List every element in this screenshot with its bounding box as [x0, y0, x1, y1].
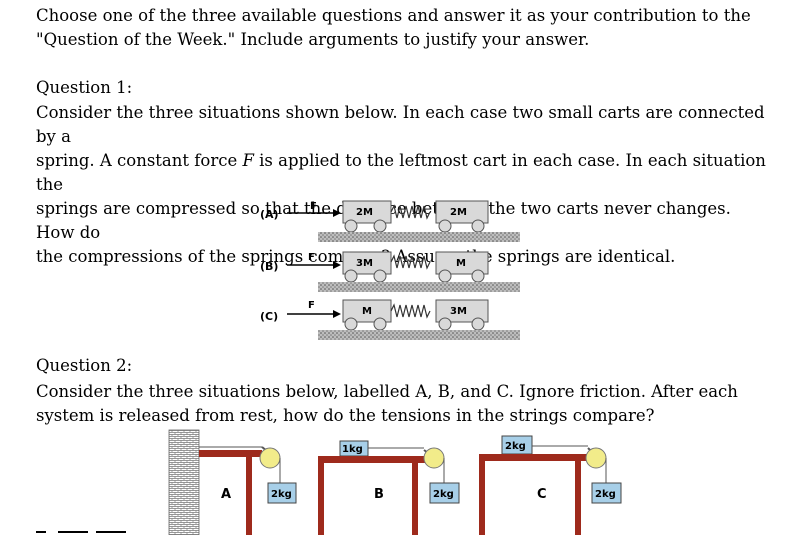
cart-c-right-mass: 3M — [450, 306, 467, 317]
table-mass-c-label: 2kg — [505, 441, 526, 452]
cart-b-right — [435, 251, 489, 275]
system-c-label: C — [537, 487, 547, 502]
q2-line2: system is released from rest, how do the… — [36, 406, 655, 425]
hanging-mass-a — [267, 482, 297, 504]
table-leg-c-right — [575, 461, 581, 535]
spring-a — [390, 204, 431, 220]
cutoff-text-fragment — [58, 531, 88, 533]
q1-force-symbol: F — [242, 151, 254, 170]
hanging-mass-b — [429, 482, 460, 504]
question1-heading: Question 1: — [36, 78, 133, 97]
q1-line1: Consider the three situations shown belo… — [36, 103, 765, 146]
case-a-label: (A) — [260, 208, 279, 221]
hanging-mass-a-label: 2kg — [271, 489, 292, 500]
force-arrowhead-c — [333, 310, 341, 318]
q2-line1: Consider the three situations below, lab… — [36, 382, 738, 401]
wheel-icon — [438, 317, 452, 331]
wheel-icon — [344, 269, 358, 283]
cutoff-text-fragment — [36, 531, 46, 533]
case-a: (A) F 2M 2M — [260, 200, 520, 242]
track-a — [318, 232, 520, 242]
q1-line2a: spring. A constant force — [36, 151, 243, 170]
cutoff-text-fragment — [96, 531, 126, 533]
wheel-icon — [471, 317, 485, 331]
question2-heading: Question 2: — [36, 356, 133, 375]
system-c: 2kg 2kg C — [479, 435, 622, 535]
cart-a-left-mass: 2M — [356, 207, 373, 218]
cart-c-right — [435, 299, 489, 323]
q1-line2b: is applied to the leftmost cart in each … — [36, 151, 766, 194]
cart-a-right-mass: 2M — [450, 207, 467, 218]
table-top-b — [318, 456, 427, 463]
cart-b-left — [342, 251, 392, 275]
system-b: 1kg 2kg B — [318, 440, 460, 535]
table-leg-b-left — [318, 463, 324, 535]
pulley-icon — [259, 447, 281, 469]
cart-c-left-mass: M — [362, 306, 372, 317]
force-label-c: F — [308, 300, 315, 311]
force-label-b: F — [308, 252, 315, 263]
force-label-a: F — [310, 201, 317, 212]
case-c: (C) F M 3M — [260, 299, 520, 340]
spring-c — [390, 303, 431, 319]
cart-b-right-mass: M — [456, 258, 466, 269]
wheel-icon — [471, 269, 485, 283]
system-a: 2kg A — [199, 446, 297, 535]
instructions: Choose one of the three available questi… — [36, 4, 756, 52]
cart-a-right — [435, 200, 489, 224]
case-b-label: (B) — [260, 260, 278, 273]
system-b-label: B — [374, 487, 384, 502]
table-leg-b-right — [412, 463, 418, 535]
table-leg-a — [246, 457, 252, 535]
force-arrowhead-b — [333, 261, 341, 269]
instructions-line2: "Question of the Week." Include argument… — [36, 30, 590, 49]
wheel-icon — [373, 269, 387, 283]
wheel-icon — [344, 219, 358, 233]
pulley-icon — [423, 447, 445, 469]
wheel-icon — [373, 219, 387, 233]
hanging-mass-c-label: 2kg — [595, 489, 616, 500]
table-mass-b-label: 1kg — [342, 444, 363, 455]
wheel-icon — [438, 219, 452, 233]
track-c — [318, 330, 520, 340]
question2-text: Consider the three situations below, lab… — [36, 380, 756, 428]
table-top-a — [199, 450, 262, 457]
pulley-icon — [585, 447, 607, 469]
case-b: (B) F 3M M — [260, 251, 520, 292]
cart-b-left-mass: 3M — [356, 258, 373, 269]
system-a-label: A — [221, 487, 231, 502]
case-c-label: (C) — [260, 310, 278, 323]
hanging-mass-c — [591, 482, 622, 504]
wheel-icon — [471, 219, 485, 233]
instructions-line1: Choose one of the three available questi… — [36, 6, 751, 25]
track-b — [318, 282, 520, 292]
spring-b — [390, 254, 431, 270]
table-top-c — [479, 454, 588, 461]
table-leg-c-left — [479, 461, 485, 535]
wheel-icon — [373, 317, 387, 331]
wheel-icon — [344, 317, 358, 331]
force-arrowhead-a — [333, 209, 341, 217]
wheel-icon — [438, 269, 452, 283]
hanging-mass-b-label: 2kg — [433, 489, 454, 500]
brick-wall — [168, 429, 200, 535]
